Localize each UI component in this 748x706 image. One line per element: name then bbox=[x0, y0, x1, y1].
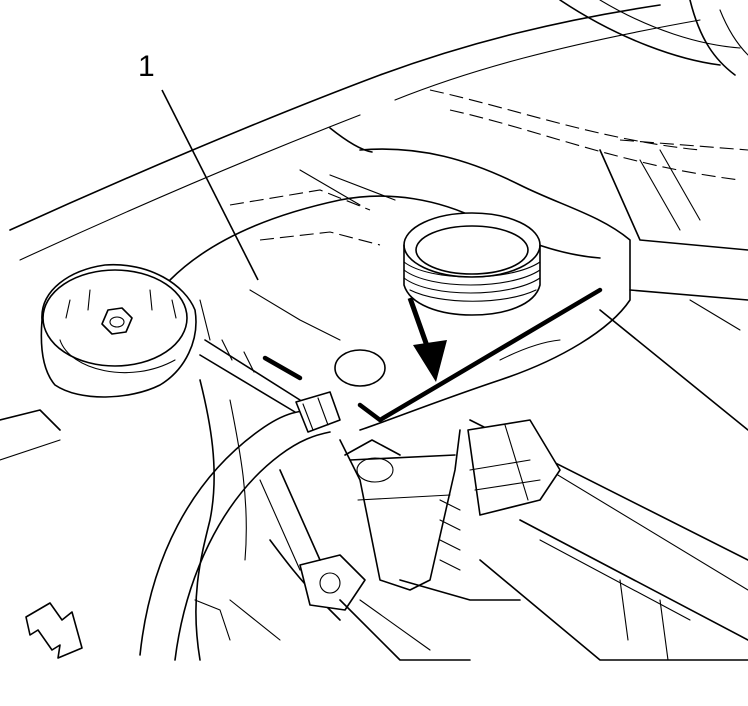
coolant-reservoir bbox=[169, 127, 631, 591]
forward-arrow-icon bbox=[25, 602, 83, 659]
airbox bbox=[467, 419, 561, 516]
coolant-hose bbox=[139, 339, 341, 661]
filler-neck bbox=[403, 212, 541, 316]
right-structure bbox=[469, 139, 748, 661]
callout-label-1: 1 bbox=[138, 50, 155, 83]
lower-components bbox=[0, 379, 521, 661]
callout-leader-line bbox=[161, 89, 259, 281]
hood-outline bbox=[9, 0, 748, 261]
reservoir-cap bbox=[40, 264, 197, 398]
direction-arrow-icon bbox=[407, 297, 447, 382]
